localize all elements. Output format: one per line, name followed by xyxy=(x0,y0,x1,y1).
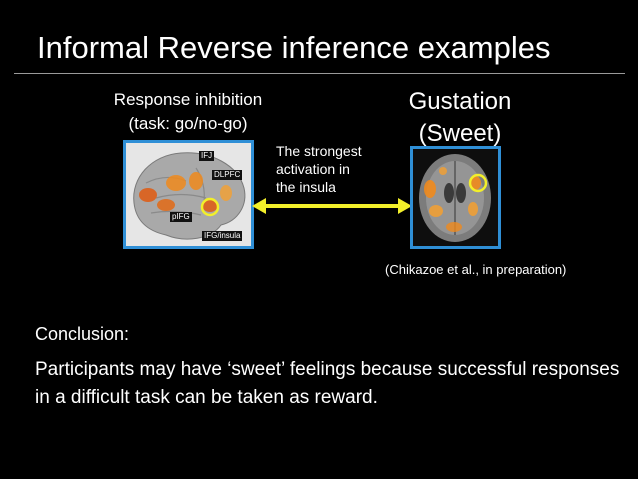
pifg-tag: pIFG xyxy=(170,212,192,222)
right-label-line2: (Sweet) xyxy=(418,120,502,147)
citation: (Chikazoe et al., in preparation) xyxy=(385,262,567,277)
gustation-label: Gustation (Sweet) xyxy=(380,86,540,150)
ifj-tag: IFJ xyxy=(199,151,215,161)
left-label-line1: Response inhibition xyxy=(113,90,263,109)
conclusion-text: Participants may have ‘sweet’ feelings b… xyxy=(35,359,620,408)
brain-lateral-illustration xyxy=(126,143,251,246)
insula-note-line1: The strongest xyxy=(276,143,362,159)
insula-note-line3: the insula xyxy=(276,179,336,195)
slide-title: Informal Reverse inference examples xyxy=(37,30,551,65)
highlight-circle-left xyxy=(200,197,220,217)
brain-axial-illustration xyxy=(413,149,498,246)
brain-lateral-image: IFJ DLPFC pIFG IFG/insula xyxy=(123,140,254,249)
response-inhibition-label: Response inhibition (task: go/no-go) xyxy=(80,88,296,136)
title-divider xyxy=(14,73,625,74)
right-label-line1: Gustation xyxy=(408,88,512,115)
brain-axial-image xyxy=(410,146,501,249)
insula-note: The strongest activation in the insula xyxy=(276,142,396,196)
ifg-insula-tag: IFG/insula xyxy=(202,231,243,241)
double-arrow xyxy=(252,198,412,214)
left-label-line2: (task: go/no-go) xyxy=(128,114,248,133)
insula-note-line2: activation in xyxy=(276,161,350,177)
conclusion-heading: Conclusion: xyxy=(35,324,130,344)
dlpfc-tag: DLPFC xyxy=(212,170,243,180)
highlight-circle-right xyxy=(468,173,488,193)
